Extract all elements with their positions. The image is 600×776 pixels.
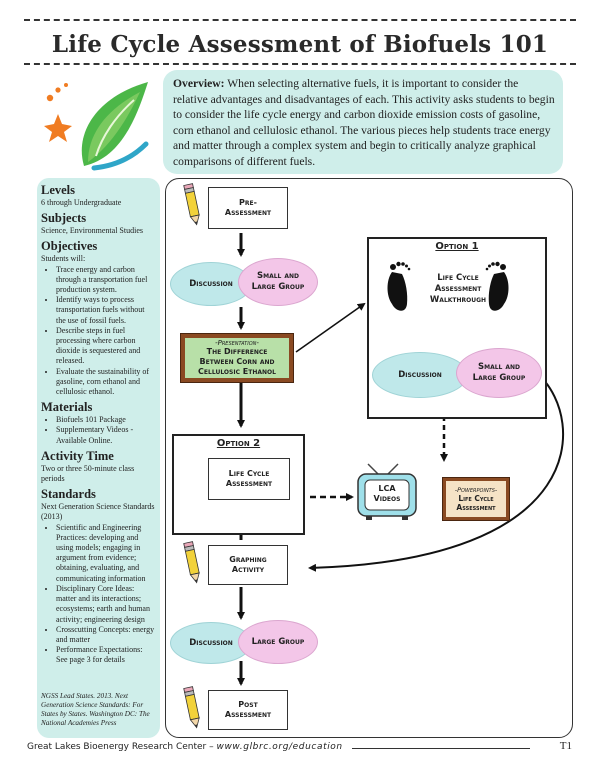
list-item: Supplementary Videos - Available Online. — [56, 425, 155, 445]
list-item: Scientific and Engineering Practices: de… — [56, 523, 155, 584]
title-dashed-rule — [24, 63, 576, 65]
top-dashed-rule — [24, 19, 576, 21]
page-number: T1 — [559, 740, 572, 752]
discussion-bubble: Discussion — [372, 352, 468, 398]
standards-list: Scientific and Engineering Practices: de… — [41, 523, 155, 666]
list-item: Disciplinary Core Ideas: matter and its … — [56, 584, 155, 625]
lca-label-1: Life Cycle — [228, 469, 270, 478]
ngss-citation: NGSS Lead States. 2013. Next Generation … — [41, 692, 150, 727]
walkthrough-text: Life Cycle Assessment Walkthrough — [415, 273, 501, 306]
page-title: Life Cycle Assessment of Biofuels 101 — [51, 31, 549, 58]
option2-heading: Option 2 — [216, 438, 261, 449]
powerpoints-board-surface: -Powerpoints- Life Cycle Assessment — [446, 481, 506, 517]
small-large-label-2: Large Group — [251, 282, 305, 292]
walkthrough-label-2: Assessment — [434, 284, 482, 294]
powerpoints-board: -Powerpoints- Life Cycle Assessment — [442, 477, 510, 521]
list-item: Evaluate the sustainability of gasoline,… — [56, 367, 155, 398]
small-large-label-2: Large Group — [472, 373, 526, 383]
option1-heading: Option 1 — [435, 241, 479, 252]
discussion-label: Discussion — [398, 369, 442, 380]
list-item: Trace energy and carbon through a transp… — [56, 265, 155, 296]
materials-list: Biofuels 101 Package Supplementary Video… — [41, 415, 155, 446]
large-group-label: Large Group — [251, 636, 305, 647]
activity-time-text: Two or three 50-minute class periods — [41, 463, 135, 484]
pre-assessment-box: Pre- Assessment — [208, 187, 288, 229]
list-item: Identify ways to process transportation … — [56, 295, 155, 326]
discussion-bubble: Discussion — [170, 262, 252, 306]
overview-label: Overview: — [173, 77, 225, 90]
subjects-heading: Subjects — [41, 211, 87, 226]
materials-heading: Materials — [41, 400, 93, 415]
standards-intro: Next Generation Science Standards (2013) — [41, 502, 155, 522]
discussion-label: Discussion — [189, 278, 233, 289]
pencil-icon — [183, 183, 200, 226]
tv-icon — [357, 463, 417, 520]
powerpoints-title-1: Life Cycle — [458, 493, 494, 503]
post-assessment-label-2: Assessment — [224, 710, 272, 719]
discussion-label: Discussion — [189, 637, 233, 648]
small-large-group-bubble: Small and Large Group — [238, 258, 318, 306]
presentation-title-2: Between Corn and — [199, 357, 275, 366]
presentation-board: -Presentation- The Difference Between Co… — [180, 333, 294, 383]
lca-box: Life Cycle Assessment — [208, 458, 290, 500]
overview-panel: Overview: When selecting alternative fue… — [163, 70, 563, 174]
standards-heading: Standards — [41, 487, 96, 502]
footprints-icon — [387, 261, 411, 311]
footprints-icon — [485, 261, 509, 311]
graphing-box: Graphing Activity — [208, 545, 288, 585]
videos-text: LCA Videos — [365, 484, 409, 504]
list-item: Performance Expectations: See page 3 for… — [56, 645, 155, 665]
large-group-bubble: Large Group — [238, 620, 318, 664]
overview-text: When selecting alternative fuels, it is … — [173, 77, 555, 168]
objectives-intro: Students will: — [41, 254, 86, 264]
powerpoints-title-2: Assessment — [456, 503, 496, 512]
videos-label-2: Videos — [373, 494, 401, 503]
presentation-type-label: -Presentation- — [215, 339, 259, 347]
levels-text: 6 through Undergraduate — [41, 198, 122, 207]
list-item: Crosscutting Concepts: energy and matter — [56, 625, 155, 645]
small-large-group-bubble: Small and Large Group — [456, 348, 542, 398]
footer-org: Great Lakes Bioenergy Research Center – — [27, 742, 214, 752]
presentation-title-3: Cellulosic Ethanol — [198, 367, 276, 376]
list-item: Describe steps in fuel processing where … — [56, 326, 155, 367]
sidebar-panel: Levels 6 through Undergraduate Subjects … — [37, 178, 160, 738]
footer-rule — [352, 748, 530, 749]
presentation-title-1: The Difference — [206, 347, 268, 356]
small-large-label-1: Small and — [478, 362, 520, 372]
activity-time-heading: Activity Time — [41, 448, 114, 463]
objectives-list: Trace energy and carbon through a transp… — [41, 265, 155, 398]
list-item: Biofuels 101 Package — [56, 415, 155, 425]
pre-assessment-label-2: Assessment — [224, 208, 272, 217]
glbrc-logo-icon — [44, 82, 149, 171]
levels-heading: Levels — [41, 183, 76, 197]
presentation-board-surface: -Presentation- The Difference Between Co… — [185, 338, 289, 378]
powerpoints-type-label: -Powerpoints- — [454, 485, 498, 494]
objectives-heading: Objectives — [41, 239, 98, 254]
arrow-option1-to-graphing — [308, 375, 564, 572]
pencil-icon — [183, 686, 200, 729]
graphing-label-2: Activity — [231, 565, 265, 574]
arrow-presentation-to-option1 — [295, 302, 366, 353]
footer-url[interactable]: www.glbrc.org/education — [216, 742, 343, 752]
pencil-icon — [183, 541, 200, 584]
videos-label-1: LCA — [378, 484, 396, 493]
post-assessment-label-1: Post — [238, 700, 258, 709]
small-large-label-1: Small and — [257, 271, 299, 281]
walkthrough-label-3: Walkthrough — [429, 295, 487, 305]
graphing-label-1: Graphing — [229, 555, 267, 564]
pre-assessment-label-1: Pre- — [239, 198, 257, 207]
lca-label-2: Assessment — [225, 479, 273, 488]
post-assessment-box: Post Assessment — [208, 690, 288, 730]
walkthrough-label-1: Life Cycle — [437, 273, 479, 283]
footer: Great Lakes Bioenergy Research Center – … — [27, 742, 343, 752]
subjects-text: Science, Environmental Studies — [41, 226, 143, 236]
